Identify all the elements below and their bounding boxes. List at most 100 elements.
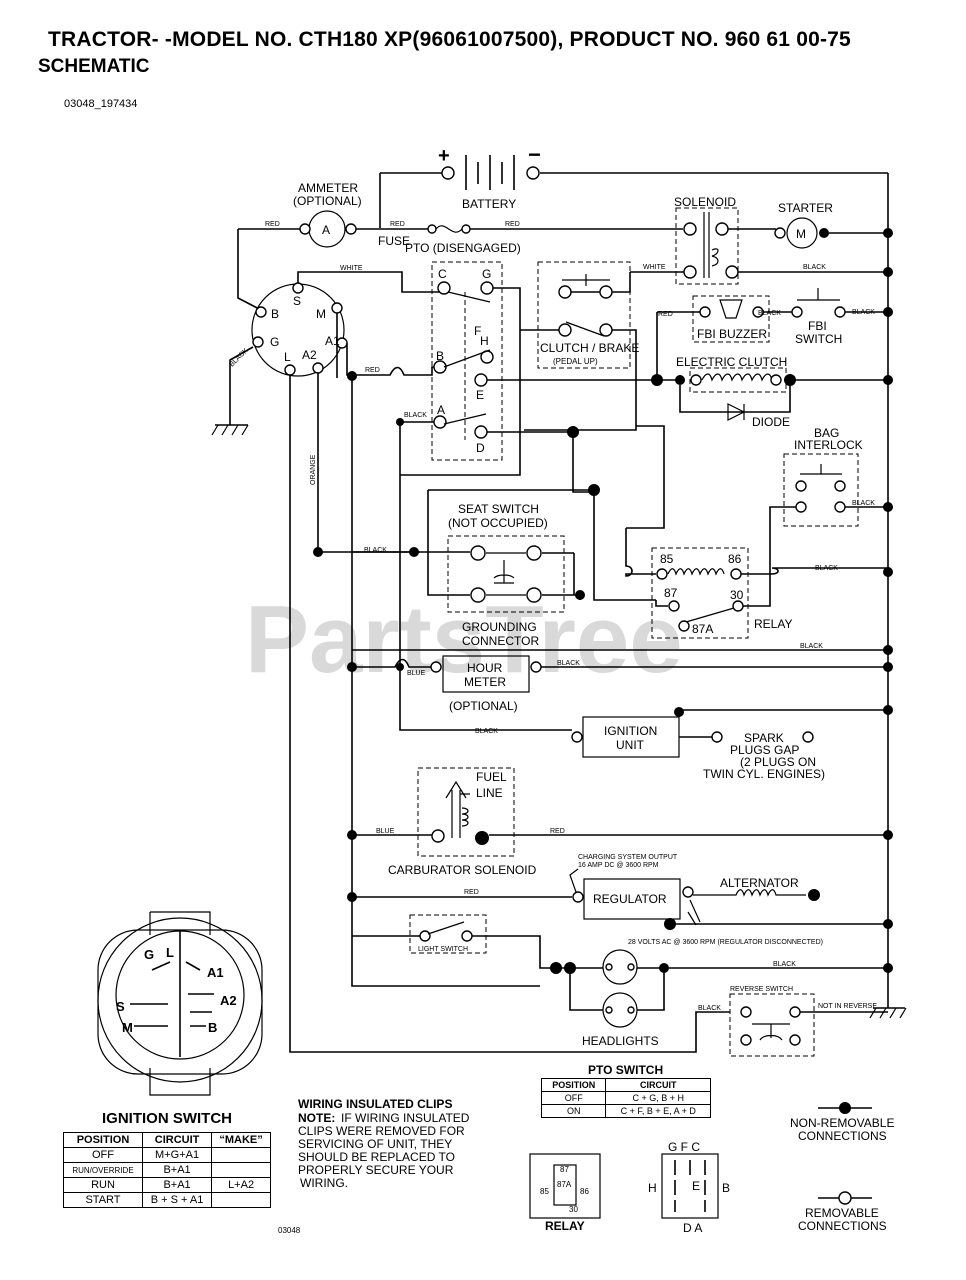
diode: DIODE [727, 403, 790, 429]
page-subtitle: SCHEMATIC [38, 56, 150, 77]
battery-pos-wire [379, 172, 448, 228]
bag-label: BAG [814, 426, 839, 440]
wire-orange-label: ORANGE [310, 454, 317, 485]
wire-black-label-ign: BLACK [475, 728, 498, 735]
alternator: ALTERNATOR [693, 876, 820, 901]
reverse-switch: REVERSE SWITCH NOT IN REVERSE [729, 986, 877, 1057]
hour-meter: HOUR METER (OPTIONAL) [430, 655, 542, 713]
ign-th-make: “MAKE” [211, 1132, 271, 1148]
pto-pinout-b: B [722, 1181, 730, 1195]
wire-black-label-fbi2: BLACK [852, 309, 875, 316]
ignition-switch-table: POSITION CIRCUIT “MAKE” OFF M+G+A1 RUN/O… [63, 1132, 271, 1208]
pto-pin-b: B [436, 349, 444, 363]
bag-sublabel: INTERLOCK [794, 438, 863, 452]
ammeter-label: AMMETER [298, 181, 358, 195]
spark-label: SPARK [744, 731, 784, 745]
diode-label: DIODE [752, 415, 790, 429]
wire-white-label-s: WHITE [340, 265, 363, 272]
page-title: TRACTOR- -MODEL NO. CTH180 XP(9606100750… [48, 28, 851, 51]
watermark: PartsTree [245, 586, 683, 693]
wire-black-label-bag: BLACK [852, 500, 875, 507]
legend-nonremovable: NON-REMOVABLE CONNECTIONS [790, 1102, 894, 1143]
wire-black-label-relay: BLACK [815, 565, 838, 572]
ground-label: GROUNDING [462, 620, 537, 634]
pto-pin-h: H [480, 334, 489, 348]
headlights-label: HEADLIGHTS [582, 1034, 659, 1048]
ignition-unit-label: IGNITION [604, 724, 657, 738]
ign-cell: RUN [63, 1177, 143, 1193]
fbi-buzzer: FBI BUZZER [692, 295, 770, 343]
pin-g: G [270, 335, 279, 349]
starter-label: STARTER [778, 201, 833, 215]
ammeter-optional: (OPTIONAL) [293, 194, 362, 208]
spark-plugs: SPARK PLUGS GAP (2 PLUGS ON TWIN CYL. EN… [703, 731, 825, 781]
pto-switch-table: POSITION CIRCUIT OFF C + G, B + H ON C +… [540, 1078, 711, 1118]
fuel-label: FUEL [476, 770, 507, 784]
wire-black-label-head: BLACK [773, 961, 796, 968]
ign-face-s: S [116, 999, 125, 1014]
wire-black-label-sol: BLACK [803, 264, 826, 271]
relay-pinout-label: RELAY [545, 1219, 585, 1233]
pin-l: L [284, 350, 291, 364]
removable-sublabel: CONNECTIONS [798, 1219, 887, 1233]
pin-s: S [293, 294, 301, 308]
pin-m: M [316, 307, 326, 321]
ign-face-l: L [166, 945, 174, 960]
seat-switch: SEAT SWITCH (NOT OCCUPIED) [447, 502, 565, 613]
pto-pin-a: A [437, 403, 445, 417]
fbi-switch-sublabel: SWITCH [795, 332, 842, 346]
removable-label: REMOVABLE [805, 1206, 879, 1220]
ammeter: AMMETER (OPTIONAL) A [293, 181, 362, 248]
battery-plus: + [438, 145, 450, 167]
wire-red-label-3: RED [505, 221, 520, 228]
ign-th-circuit: CIRCUIT [141, 1132, 213, 1148]
relay-pin-30: 30 [730, 588, 744, 602]
wire-red-label-2: RED [390, 221, 405, 228]
pto-pinout-e: E [692, 1179, 700, 1193]
headlights: HEADLIGHTS [582, 949, 659, 1048]
ign-cell: OFF [63, 1147, 143, 1163]
nonremovable-sublabel: CONNECTIONS [798, 1129, 887, 1143]
ign-face-b: B [208, 1020, 217, 1035]
wiring-line-7: WIRING. [300, 1176, 348, 1190]
ign-face-m: M [122, 1020, 133, 1035]
hour-meter-label: HOUR [467, 661, 503, 675]
relay-pin-87: 87 [664, 586, 678, 600]
relay-pinout-87a: 87A [557, 1180, 572, 1189]
starter-letter: M [796, 227, 806, 241]
wire-black-label-g: BLACK [228, 347, 249, 368]
relay-pin-85: 85 [660, 552, 674, 566]
relay-pin-87a: 87A [692, 622, 713, 636]
wire-blue-label-carb: BLUE [376, 828, 395, 835]
electric-clutch-label: ELECTRIC CLUTCH [676, 355, 787, 369]
wire-white-label-sol: WHITE [643, 264, 666, 271]
ign-cell: L+A2 [211, 1177, 271, 1193]
ign-cell: B+A1 [141, 1177, 213, 1193]
wire-black-label-hour: BLACK [557, 660, 580, 667]
pto-th-circuit: CIRCUIT [605, 1078, 711, 1092]
wire-red-label-reg: RED [464, 889, 479, 896]
nonremovable-label: NON-REMOVABLE [790, 1116, 894, 1130]
regulator: CHARGING SYSTEM OUTPUT 16 AMP DC @ 3600 … [569, 854, 694, 930]
pto-cell: ON [540, 1104, 607, 1118]
pin-b: B [271, 307, 279, 321]
reverse-label: REVERSE SWITCH [730, 986, 793, 993]
fuel-line-label: LINE [476, 786, 503, 800]
ign-cell: RUN/OVERRIDE [63, 1162, 143, 1178]
ignition-switch-title: IGNITION SWITCH [102, 1110, 232, 1127]
wiring-line-5: SHOULD BE REPLACED TO [298, 1150, 455, 1164]
pto-cell: C + G, B + H [605, 1091, 711, 1105]
fbi-switch: FBI SWITCH [791, 288, 846, 346]
wire-black-label-rev: BLACK [698, 1005, 721, 1012]
fuse-label: FUSE [378, 234, 410, 248]
wiring-line-4: SERVICING OF UNIT, THEY [298, 1137, 452, 1151]
relay-label: RELAY [754, 617, 792, 631]
diagram-code: 03048 [278, 1226, 301, 1235]
relay-schematic: 85 86 87 30 87A RELAY [651, 547, 792, 639]
ign-cell [211, 1162, 271, 1178]
ign-cell: START [63, 1192, 143, 1208]
pto-pin-e: E [476, 388, 484, 402]
clutch-label: CLUTCH / BRAKE [540, 341, 639, 355]
diagram-ref: 03048_197434 [64, 98, 138, 110]
